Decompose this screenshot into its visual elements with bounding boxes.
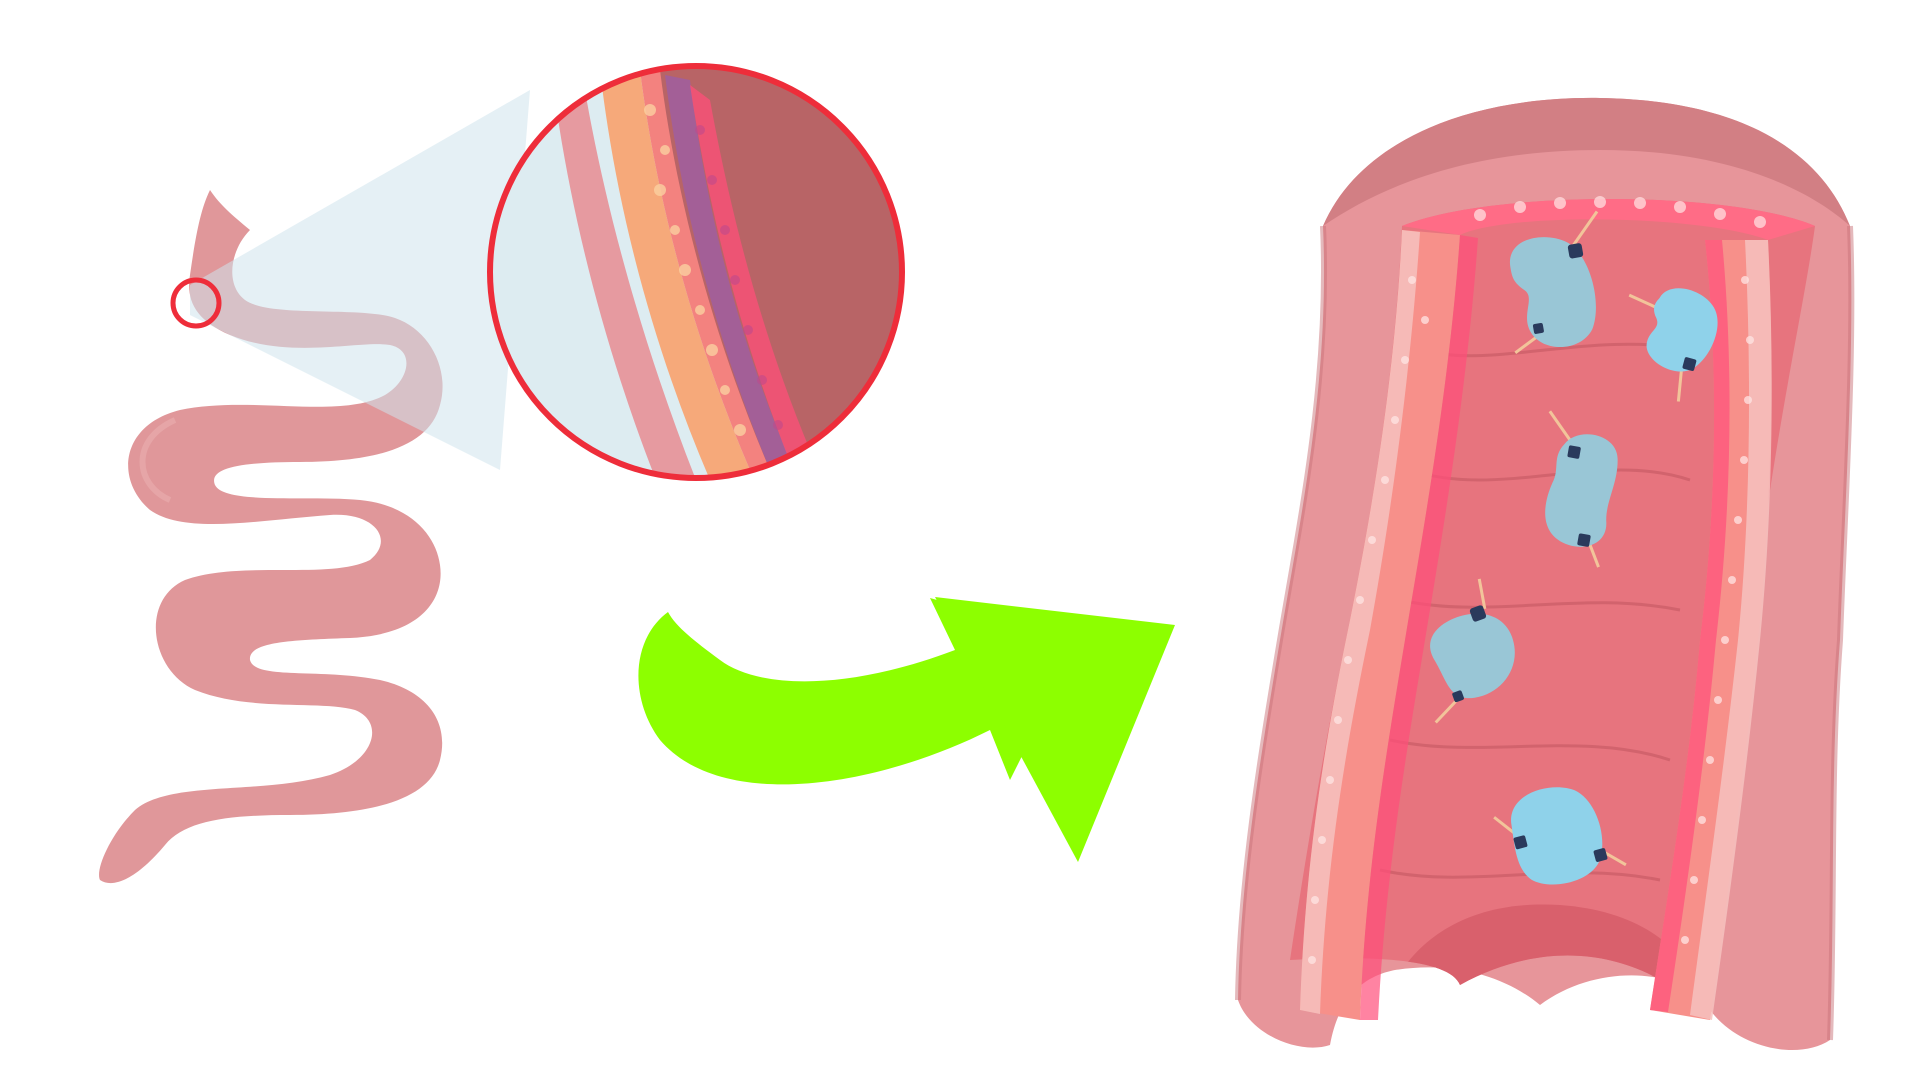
small-intestine [99, 190, 443, 884]
arrow-head [935, 597, 1175, 862]
mucosa-left [1300, 230, 1478, 1020]
bacterium-2 [1628, 288, 1718, 402]
magnification-cone [170, 90, 530, 470]
villi-layer [600, 70, 810, 478]
tube-rim [1323, 97, 1850, 226]
magnifier-circle [487, 63, 905, 481]
bacterium-1 [1510, 210, 1599, 355]
sample-marker [170, 277, 222, 329]
bacterium-4 [1430, 578, 1515, 724]
mucosa-top [1402, 199, 1815, 240]
small-intestine-shape [99, 190, 443, 884]
curved-arrow [638, 597, 1175, 862]
mucosa-right [1650, 240, 1772, 1020]
bacterium-5 [1493, 787, 1627, 885]
bacterium-3 [1545, 410, 1618, 568]
bacteria-group [1430, 210, 1718, 885]
